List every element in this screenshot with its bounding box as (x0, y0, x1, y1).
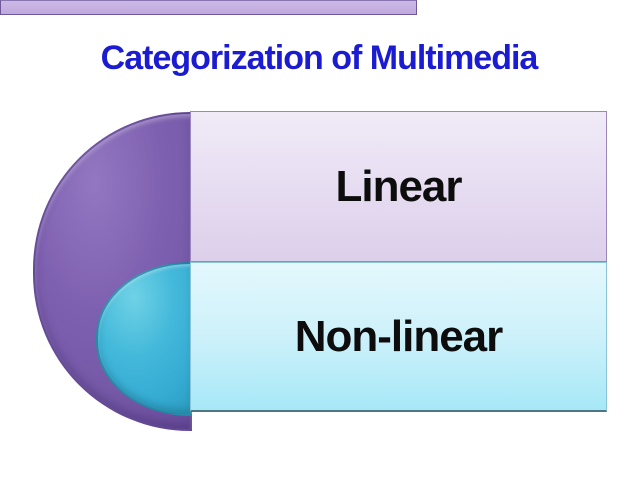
slide-title: Categorization of Multimedia (100, 39, 539, 77)
nonlinear-category-label: Non-linear (294, 311, 504, 361)
linear-category-label: Linear (335, 161, 462, 211)
bottom-purple-strip (0, 0, 417, 15)
nonlinear-category-band: Non-linear (190, 262, 607, 412)
linear-category-band: Linear (190, 111, 607, 262)
